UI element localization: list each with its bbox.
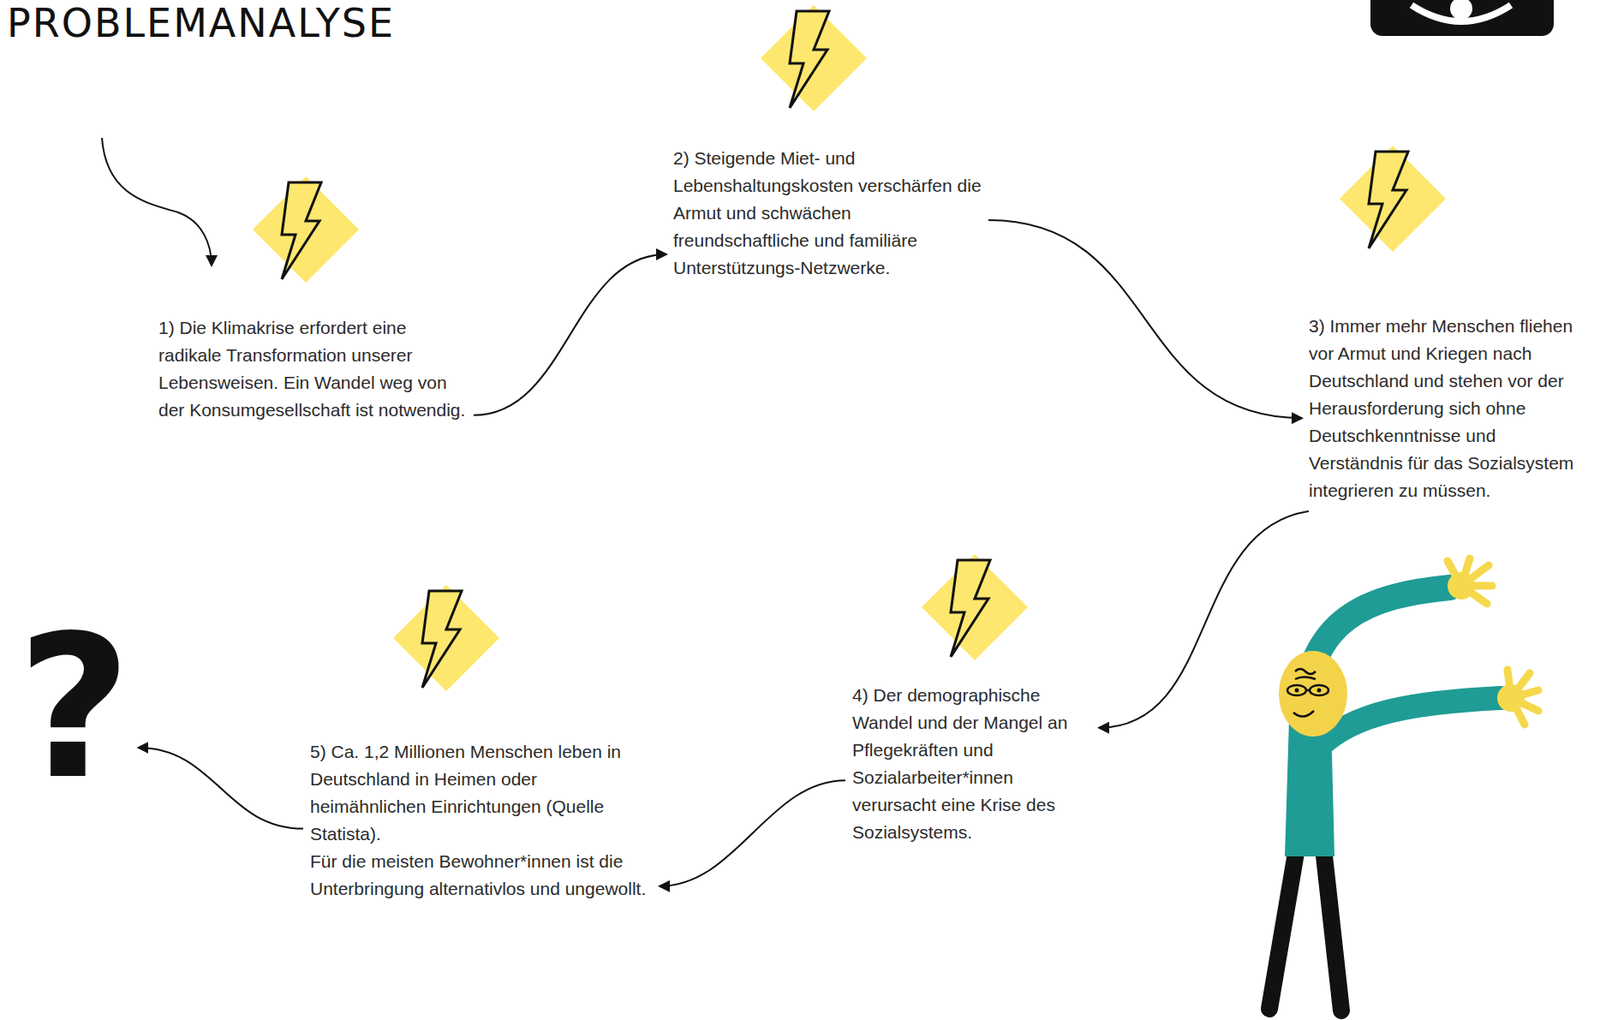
icon-diamond xyxy=(760,5,867,112)
lightning-icon xyxy=(393,585,500,692)
figure-torso xyxy=(1284,719,1335,857)
lightning-bolt xyxy=(422,591,462,688)
figure-glasses xyxy=(1306,689,1310,693)
question-mark: ? xyxy=(17,609,132,807)
icon-diamond xyxy=(393,585,500,692)
figure-glasses xyxy=(1309,685,1329,696)
lightning-bolt xyxy=(281,182,322,280)
logo-icon xyxy=(1370,0,1554,36)
icon-diamond xyxy=(252,176,359,283)
entry-arrow xyxy=(101,137,212,266)
problem-statement: 1) Die Klimakrise erfordert eine radikal… xyxy=(158,314,467,424)
lightning-bolt xyxy=(789,11,830,108)
person-figure xyxy=(1269,558,1539,1011)
problem-text: 3) Immer mehr Menschen fliehen vor Armut… xyxy=(1308,312,1588,505)
figure-arm xyxy=(1319,698,1501,747)
figure-head xyxy=(1278,650,1348,737)
problem-text: 1) Die Klimakrise erfordert eine radikal… xyxy=(158,314,467,424)
flow-arrow xyxy=(659,780,846,887)
figure-hand xyxy=(1447,558,1493,604)
flow-arrow xyxy=(988,220,1302,418)
figure-brow xyxy=(1295,668,1316,675)
page-title: PROBLEMANALYSE xyxy=(6,1,395,46)
problem-text: 5) Ca. 1,2 Millionen Menschen leben in D… xyxy=(310,738,653,903)
figure-glasses xyxy=(1287,685,1307,696)
problem-statement: 2) Steigende Miet- und Lebenshaltungskos… xyxy=(673,144,982,282)
lightning-bolt xyxy=(1368,151,1409,249)
lightning-icon xyxy=(921,554,1028,661)
figure-eye xyxy=(1317,688,1322,693)
icon-diamond xyxy=(1339,145,1446,252)
flow-arrow xyxy=(137,747,304,830)
figure-eye xyxy=(1295,688,1300,693)
figure-leg xyxy=(1323,847,1342,1011)
flow-arrow xyxy=(1098,511,1309,729)
lightning-bolt xyxy=(950,560,991,657)
problem-statement: Für die meisten Bewohner*innen ist die U… xyxy=(310,847,653,903)
flow-arrow xyxy=(473,254,667,416)
lightning-icon xyxy=(252,176,359,283)
problem-statement: 5) Ca. 1,2 Millionen Menschen leben in D… xyxy=(310,738,653,848)
lightning-icon xyxy=(760,5,867,112)
icon-dot xyxy=(1450,0,1473,20)
problem-text: 4) Der demographische Wandel und der Man… xyxy=(852,681,1093,847)
lightning-icon xyxy=(1339,145,1446,252)
problem-statement: 4) Der demographische Wandel und der Man… xyxy=(852,681,1093,847)
icon-diamond xyxy=(921,554,1028,661)
problem-statement: 3) Immer mehr Menschen fliehen vor Armut… xyxy=(1308,312,1588,505)
problem-text: 2) Steigende Miet- und Lebenshaltungskos… xyxy=(673,144,982,282)
figure-mouth xyxy=(1293,710,1314,717)
figure-leg xyxy=(1269,847,1297,1009)
icon-plate xyxy=(1370,0,1554,36)
figure-brow xyxy=(1295,677,1316,681)
question-symbol: ? xyxy=(17,609,132,807)
figure-hand xyxy=(1497,669,1539,725)
